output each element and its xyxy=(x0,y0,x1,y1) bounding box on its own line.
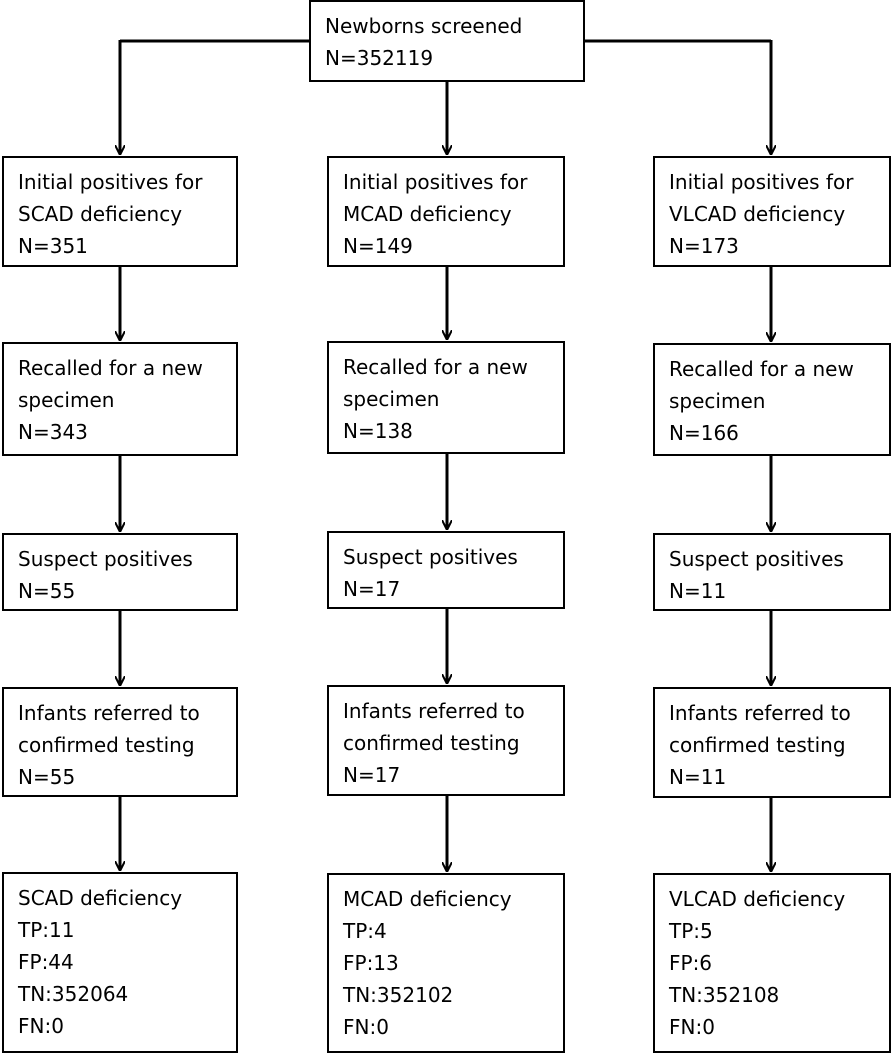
vlcad-outcome-title: VLCAD deficiency xyxy=(669,887,846,911)
scad-referred-box: Infants referred to confirmed testing N=… xyxy=(2,687,238,797)
mcad-referred-line-1: Infants referred to xyxy=(343,699,525,723)
mcad-recalled-line-1: Recalled for a new xyxy=(343,355,528,379)
scad-referred-count: N=55 xyxy=(18,765,76,789)
vlcad-referred-count: N=11 xyxy=(669,765,727,789)
vlcad-referred-box: Infants referred to confirmed testing N=… xyxy=(653,687,891,798)
vlcad-outcome-tp: TP:5 xyxy=(669,919,713,943)
vlcad-outcome-fn: FN:0 xyxy=(669,1015,715,1039)
newborns-screened-label: Newborns screened xyxy=(325,14,523,38)
mcad-initial-positives-box: Initial positives for MCAD deficiency N=… xyxy=(327,156,565,267)
mcad-outcome-box: MCAD deficiency TP:4 FP:13 TN:352102 FN:… xyxy=(327,873,565,1053)
scad-suspect-count: N=55 xyxy=(18,579,76,603)
mcad-initial-count: N=149 xyxy=(343,234,413,258)
vlcad-suspect-positives-box: Suspect positives N=11 xyxy=(653,533,891,611)
scad-outcome-title: SCAD deficiency xyxy=(18,886,183,910)
scad-suspect-label: Suspect positives xyxy=(18,547,193,571)
vlcad-suspect-label: Suspect positives xyxy=(669,547,844,571)
scad-outcome-tp: TP:11 xyxy=(18,918,75,942)
vlcad-initial-line-1: Initial positives for xyxy=(669,170,854,194)
mcad-outcome-tn: TN:352102 xyxy=(343,983,454,1007)
newborns-screened-box: Newborns screened N=352119 xyxy=(309,0,585,82)
vlcad-recalled-count: N=166 xyxy=(669,421,739,445)
scad-recalled-line-1: Recalled for a new xyxy=(18,356,203,380)
mcad-outcome-title: MCAD deficiency xyxy=(343,887,512,911)
scad-outcome-tn: TN:352064 xyxy=(18,982,129,1006)
mcad-referred-line-2: confirmed testing xyxy=(343,731,520,755)
vlcad-outcome-tn: TN:352108 xyxy=(669,983,780,1007)
mcad-referred-count: N=17 xyxy=(343,763,401,787)
vlcad-initial-line-2: VLCAD deficiency xyxy=(669,202,846,226)
mcad-outcome-fn: FN:0 xyxy=(343,1015,389,1039)
mcad-outcome-fp: FP:13 xyxy=(343,951,399,975)
vlcad-referred-line-2: confirmed testing xyxy=(669,733,846,757)
mcad-recalled-box: Recalled for a new specimen N=138 xyxy=(327,341,565,454)
mcad-recalled-count: N=138 xyxy=(343,419,413,443)
scad-outcome-fn: FN:0 xyxy=(18,1014,64,1038)
mcad-referred-box: Infants referred to confirmed testing N=… xyxy=(327,685,565,796)
scad-recalled-count: N=343 xyxy=(18,420,88,444)
vlcad-recalled-line-1: Recalled for a new xyxy=(669,357,854,381)
mcad-initial-line-2: MCAD deficiency xyxy=(343,202,512,226)
mcad-outcome-tp: TP:4 xyxy=(343,919,387,943)
mcad-suspect-positives-box: Suspect positives N=17 xyxy=(327,531,565,609)
scad-initial-positives-box: Initial positives for SCAD deficiency N=… xyxy=(2,156,238,267)
mcad-recalled-line-2: specimen xyxy=(343,387,440,411)
vlcad-initial-positives-box: Initial positives for VLCAD deficiency N… xyxy=(653,156,891,267)
vlcad-referred-line-1: Infants referred to xyxy=(669,701,851,725)
newborns-screened-count: N=352119 xyxy=(325,46,434,70)
scad-referred-line-1: Infants referred to xyxy=(18,701,200,725)
scad-recalled-line-2: specimen xyxy=(18,388,115,412)
scad-initial-count: N=351 xyxy=(18,234,88,258)
vlcad-outcome-box: VLCAD deficiency TP:5 FP:6 TN:352108 FN:… xyxy=(653,873,891,1053)
mcad-initial-line-1: Initial positives for xyxy=(343,170,528,194)
scad-outcome-box: SCAD deficiency TP:11 FP:44 TN:352064 FN… xyxy=(2,872,238,1053)
vlcad-initial-count: N=173 xyxy=(669,234,739,258)
vlcad-recalled-box: Recalled for a new specimen N=166 xyxy=(653,343,891,456)
vlcad-outcome-fp: FP:6 xyxy=(669,951,713,975)
mcad-suspect-label: Suspect positives xyxy=(343,545,518,569)
scad-recalled-box: Recalled for a new specimen N=343 xyxy=(2,342,238,456)
scad-outcome-fp: FP:44 xyxy=(18,950,74,974)
mcad-suspect-count: N=17 xyxy=(343,577,401,601)
vlcad-recalled-line-2: specimen xyxy=(669,389,766,413)
scad-suspect-positives-box: Suspect positives N=55 xyxy=(2,533,238,611)
scad-referred-line-2: confirmed testing xyxy=(18,733,195,757)
scad-initial-line-2: SCAD deficiency xyxy=(18,202,183,226)
scad-initial-line-1: Initial positives for xyxy=(18,170,203,194)
vlcad-suspect-count: N=11 xyxy=(669,579,727,603)
